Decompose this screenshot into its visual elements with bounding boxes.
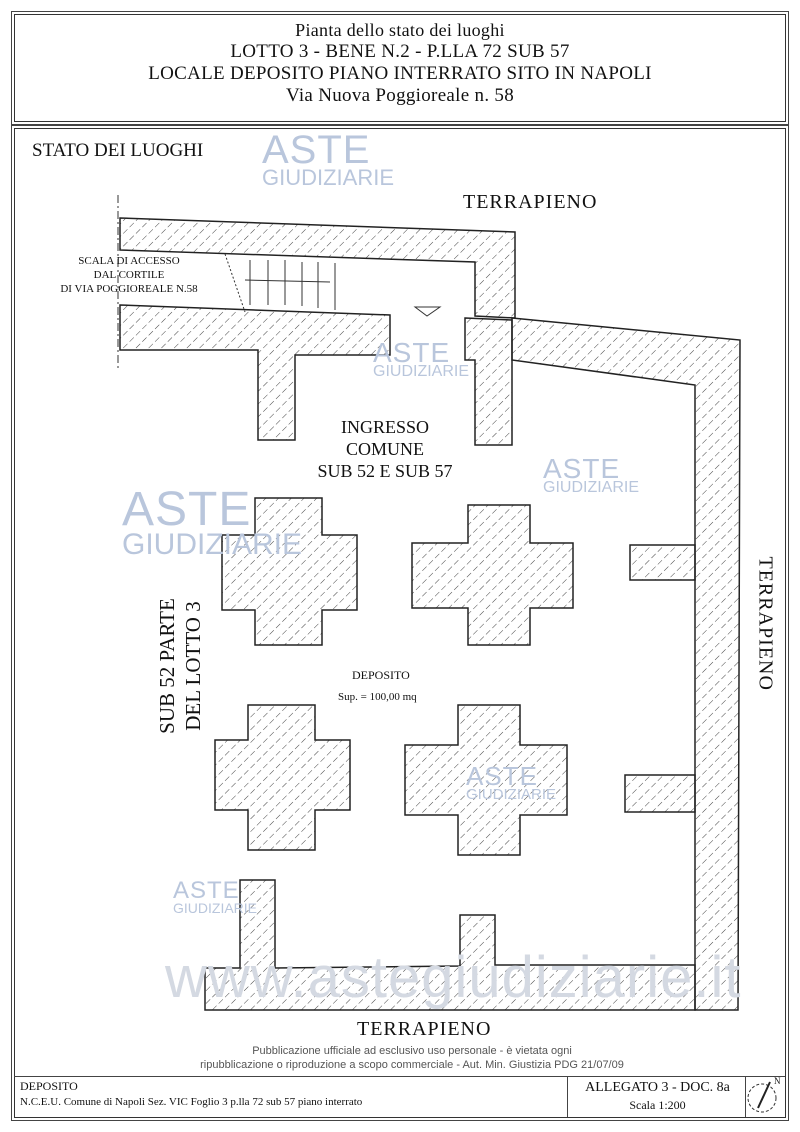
label-terrapieno-top: TERRAPIENO bbox=[463, 191, 598, 213]
pillar-cross-1 bbox=[221, 497, 358, 646]
north-label: N bbox=[774, 1076, 781, 1086]
footer-divider-2 bbox=[745, 1076, 746, 1117]
wall-bottom bbox=[204, 879, 696, 1011]
wall-right bbox=[511, 317, 741, 1011]
title-line-3: LOCALE DEPOSITO PIANO INTERRATO SITO IN … bbox=[148, 63, 652, 84]
label-terrapieno-bottom: TERRAPIENO bbox=[357, 1018, 492, 1040]
drawing-frame bbox=[14, 128, 786, 1118]
scale-label: Scala 1:200 bbox=[629, 1098, 686, 1112]
stair-steps bbox=[224, 253, 336, 313]
title-line-4: Via Nuova Poggioreale n. 58 bbox=[285, 85, 515, 106]
label-terrapieno-right: TERRAPIENO bbox=[754, 556, 777, 691]
entrance-label: INGRESSO COMUNE SUB 52 E SUB 57 bbox=[285, 416, 485, 482]
wall-stub-right-1 bbox=[629, 544, 696, 581]
stair-label: SCALA DI ACCESSO DAL CORTILE DI VIA POGG… bbox=[34, 254, 224, 296]
allegato-label: ALLEGATO 3 - DOC. 8a bbox=[585, 1080, 730, 1095]
side-label-2: DEL LOTTO 3 bbox=[181, 601, 205, 731]
entrance-label-1: INGRESSO bbox=[340, 417, 429, 437]
wall-top bbox=[119, 217, 516, 319]
legal-notice-1: Pubblicazione ufficiale ad esclusivo uso… bbox=[252, 1045, 572, 1057]
side-label: SUB 52 PARTE DEL LOTTO 3 bbox=[154, 566, 206, 766]
section-title: STATO DEI LUOGHI bbox=[32, 140, 204, 161]
entrance-label-2: COMUNE bbox=[345, 439, 424, 459]
stair-label-3: DI VIA POGGIOREALE N.58 bbox=[60, 283, 198, 295]
footer-divider bbox=[14, 1076, 785, 1077]
footer-cadastral: N.C.E.U. Comune di Napoli Sez. VIC Fogli… bbox=[20, 1096, 363, 1108]
pillar-cross-2 bbox=[411, 504, 574, 646]
pillar-cross-4 bbox=[404, 704, 568, 856]
wall-stub-right-2 bbox=[624, 774, 696, 813]
watermark-url: www.astegiudiziarie.it bbox=[165, 945, 742, 1010]
legal-notice-2: ripubblicazione o riproduzione a scopo c… bbox=[200, 1059, 624, 1071]
north-arrow-icon bbox=[747, 1081, 777, 1113]
title-line-1: Pianta dello stato dei luoghi bbox=[295, 20, 505, 40]
pillar-cross-3 bbox=[214, 704, 351, 851]
title-block: Pianta dello stato dei luoghi LOTTO 3 - … bbox=[14, 14, 786, 122]
stair-label-2: DAL CORTILE bbox=[93, 269, 165, 281]
stair-label-1: SCALA DI ACCESSO bbox=[78, 255, 180, 267]
level-marker-icon bbox=[413, 306, 442, 317]
title-line-2: LOTTO 3 - BENE N.2 - P.LLA 72 SUB 57 bbox=[230, 41, 570, 62]
wall-stair-lower bbox=[119, 304, 391, 441]
footer-type: DEPOSITO bbox=[20, 1079, 78, 1093]
entrance-label-3: SUB 52 E SUB 57 bbox=[317, 461, 453, 481]
side-label-1: SUB 52 PARTE bbox=[155, 598, 179, 734]
footer-divider-1 bbox=[567, 1076, 568, 1117]
room-name: DEPOSITO bbox=[352, 668, 410, 682]
room-area: Sup. = 100,00 mq bbox=[338, 691, 417, 703]
